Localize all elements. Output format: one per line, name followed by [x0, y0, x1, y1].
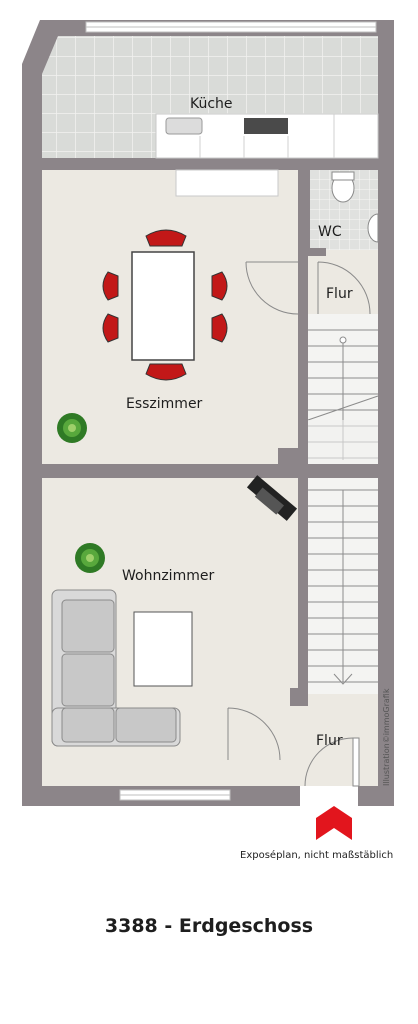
wall-lower-left [290, 786, 300, 806]
plant-icon [57, 413, 87, 443]
coffee-table [133, 611, 193, 687]
wall-kitchen-dining [42, 158, 378, 170]
kitchen-label: Küche [190, 96, 233, 112]
hall-upper-floor [308, 250, 378, 314]
sideboard [175, 169, 279, 197]
door-living-hall [227, 707, 281, 761]
sink-icon [165, 117, 203, 135]
door-entrance [304, 737, 354, 787]
wall-wc-bottom [308, 248, 326, 256]
wall-hall-vertical-upper [298, 170, 308, 262]
wc-basin-icon [367, 213, 379, 243]
door-hall-upper [317, 261, 371, 315]
sofa-icon [51, 589, 181, 747]
wall-hall-vertical-lower [298, 478, 308, 694]
plan-caption: Exposéplan, nicht maßstäblich [240, 850, 394, 861]
entrance-door-gap [300, 786, 358, 806]
stove-icon [244, 118, 288, 134]
wall-stair-split [278, 448, 308, 478]
living-label: Wohnzimmer [122, 568, 214, 584]
entrance-door-leaf [352, 737, 360, 787]
hall-lower-floor [228, 694, 378, 786]
dining-table [131, 251, 195, 361]
dining-set [102, 229, 228, 381]
door-dining-hall [245, 261, 299, 315]
page-title: 3388 - Erdgeschoss [104, 915, 314, 937]
entrance-arrow-icon [316, 806, 352, 840]
hall-upper-label: Flur [326, 286, 353, 302]
wall-dining-living-left [42, 464, 140, 478]
tv-icon [246, 475, 298, 521]
stair-cut-shade [308, 420, 378, 464]
copyright-note: Illustration©immoGrafik [382, 689, 418, 786]
dining-label: Esszimmer [126, 396, 203, 412]
wall-hall-vertical-mid [298, 314, 308, 478]
plant-icon [75, 543, 105, 573]
hall-lower-label: Flur [316, 733, 343, 749]
wc-label: WC [318, 224, 342, 240]
wall-living-hall [290, 688, 308, 706]
